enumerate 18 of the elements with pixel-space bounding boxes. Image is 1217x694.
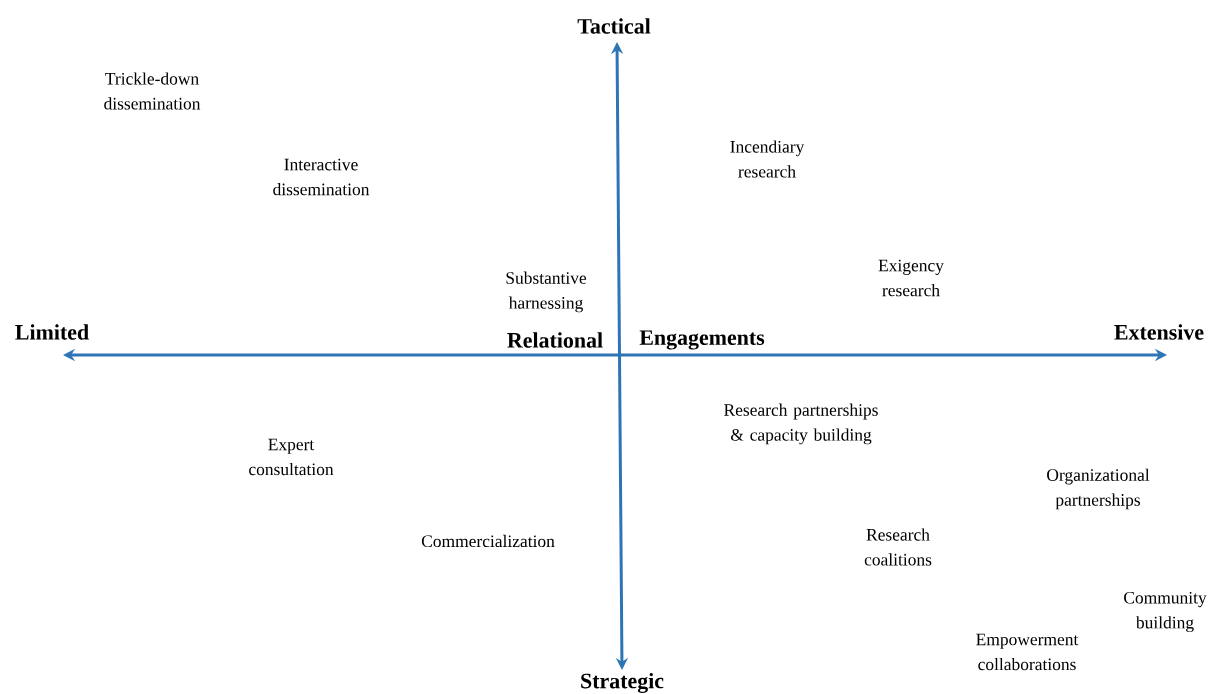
quadrant-label: Research partnerships & capacity building bbox=[724, 403, 878, 445]
quadrant-label: Trickle-down dissemination bbox=[104, 72, 201, 110]
quadrant-label: Interactive dissemination bbox=[273, 158, 370, 196]
axis-label: Relational bbox=[507, 332, 603, 348]
quadrant-label: Commercialization bbox=[421, 534, 555, 548]
quadrant-label: Exigency research bbox=[878, 259, 944, 297]
quadrant-label: Organizational partnerships bbox=[1047, 468, 1150, 510]
quadrant-label: Community building bbox=[1124, 591, 1207, 633]
axis-label: Extensive bbox=[1114, 324, 1204, 340]
axis-label: Strategic bbox=[581, 672, 664, 693]
quadrant-label: Incendiary research bbox=[730, 140, 805, 178]
quadrant-label: Substantive harnessing bbox=[506, 271, 587, 313]
quadrant-label: Research coalitions bbox=[864, 528, 932, 566]
axis-label: Tactical bbox=[577, 18, 651, 34]
axis-label: Limited bbox=[15, 324, 89, 340]
quadrant-label: Expert consultation bbox=[249, 438, 334, 476]
axis-label: Engagements bbox=[639, 330, 765, 350]
quadrant-label: Empowerment collaborations bbox=[976, 633, 1079, 671]
